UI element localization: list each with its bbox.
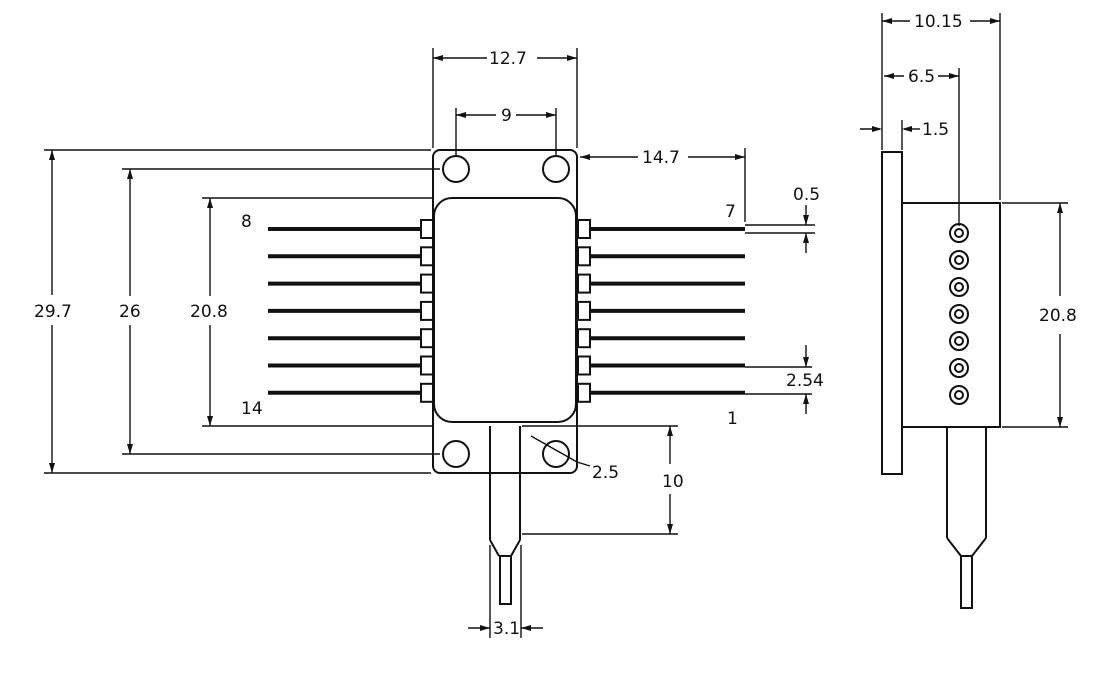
side-pin-core	[954, 309, 964, 319]
side-pin-core	[954, 363, 964, 373]
pin-pad-right	[577, 246, 591, 267]
side-pin-core	[954, 390, 964, 400]
side-pin-end	[949, 385, 969, 405]
pin-leads	[268, 219, 745, 403]
pin-pad-right	[577, 355, 591, 376]
pin-pad-left	[420, 246, 434, 267]
side-fiber-tube	[946, 428, 987, 609]
dim-pin-diameter: 0.5	[793, 185, 820, 205]
dim-pin-pitch: 2.54	[786, 371, 824, 391]
dim-side-pin-offset: 6.5	[908, 67, 935, 87]
fiber-tube	[489, 426, 521, 605]
dim-pin-span: 20.8	[190, 302, 228, 322]
side-pin-end	[949, 223, 969, 243]
front-view	[268, 149, 745, 605]
side-pin-end	[949, 358, 969, 378]
mounting-hole	[442, 155, 470, 183]
side-pin-end	[949, 277, 969, 297]
side-pin-core	[954, 255, 964, 265]
dim-hole-spacing: 9	[501, 106, 512, 126]
dim-side-pin-span: 20.8	[1039, 306, 1077, 326]
dim-hole-center-span: 26	[119, 302, 141, 322]
side-pin-end	[949, 304, 969, 324]
pin-pad-left	[420, 219, 434, 239]
side-body	[901, 202, 1001, 428]
side-pin-end	[949, 250, 969, 270]
pin-pad-right	[577, 328, 591, 349]
side-pin-core	[954, 228, 964, 238]
pin-pad-left	[420, 273, 434, 294]
pin-pad-left	[420, 355, 434, 376]
side-pin-core	[954, 282, 964, 292]
pin-label-14: 14	[241, 399, 263, 419]
pin-pad-right	[577, 219, 591, 239]
side-pin-ends	[949, 223, 969, 405]
side-view	[881, 151, 1001, 609]
side-dimensions: 10.15 6.5 1.5 20.8	[860, 12, 1077, 428]
mounting-hole	[542, 155, 570, 183]
mounting-hole	[442, 440, 470, 468]
side-pin-core	[954, 336, 964, 346]
dim-flange-thickness: 1.5	[922, 120, 949, 140]
pin-pad-left	[420, 328, 434, 349]
dim-overall-length: 29.7	[34, 302, 72, 322]
pin-label-1: 1	[727, 409, 738, 429]
package-body-lid	[433, 197, 577, 423]
dim-pin-extent: 14.7	[642, 148, 680, 168]
dim-hole-diameter: 2.5	[592, 463, 619, 483]
pin-label-7: 7	[725, 202, 736, 222]
mounting-hole	[542, 440, 570, 468]
dim-side-depth: 10.15	[914, 12, 963, 32]
side-flange	[881, 151, 903, 475]
side-pin-end	[949, 331, 969, 351]
front-dimensions: 12.7 9 29.7 26 20.8	[34, 48, 824, 639]
pin-label-8: 8	[241, 212, 252, 232]
pin-pad-left	[420, 300, 434, 321]
pin-pad-right	[577, 300, 591, 321]
pin-pad-left	[420, 382, 434, 403]
dim-tube-width: 3.1	[493, 619, 520, 639]
pin-pad-right	[577, 382, 591, 403]
dim-package-width: 12.7	[489, 49, 527, 69]
dim-tube-length: 10	[662, 472, 684, 492]
pin-pad-right	[577, 273, 591, 294]
